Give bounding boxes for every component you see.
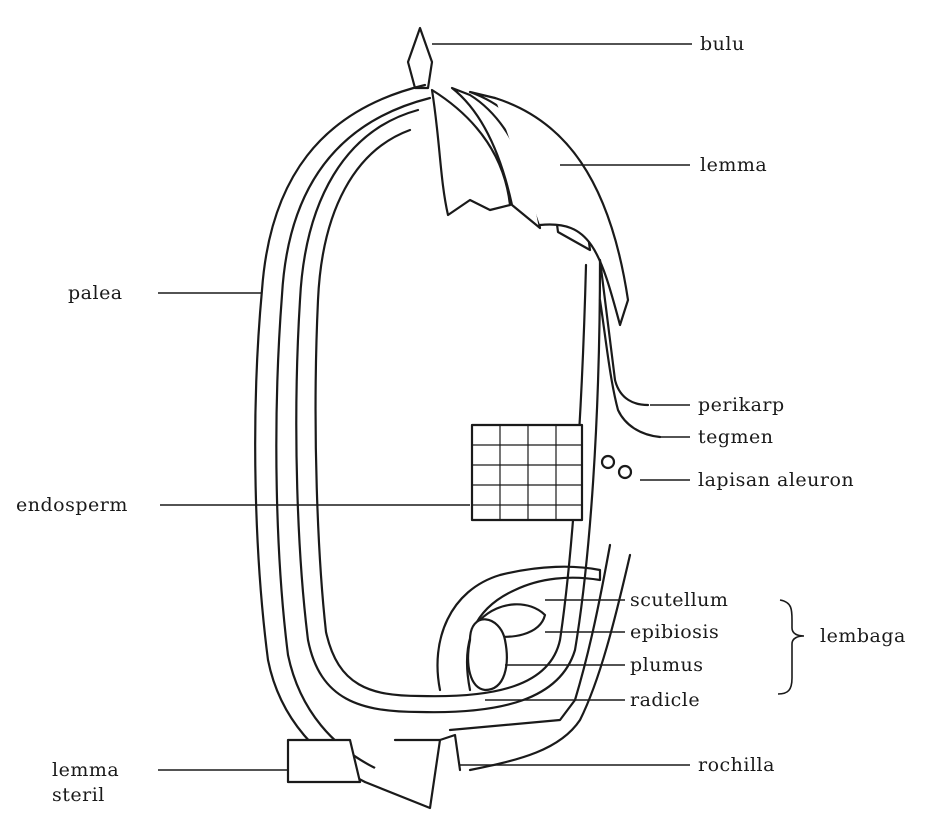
- base-shape: [365, 740, 440, 808]
- label-tegmen: tegmen: [698, 426, 774, 448]
- label-lembaga: lembaga: [820, 625, 906, 647]
- label-lapisan-aleuron: lapisan aleuron: [698, 469, 854, 491]
- lemma-leaf-4: [495, 98, 628, 325]
- plumule-shape: [468, 619, 507, 690]
- label-palea: palea: [68, 282, 123, 304]
- label-endosperm: endosperm: [16, 494, 128, 516]
- label-lemma-steril-line2: steril: [52, 784, 105, 806]
- label-perikarp: perikarp: [698, 394, 785, 416]
- label-radicle: radicle: [630, 689, 700, 711]
- label-bulu: bulu: [700, 33, 745, 55]
- base-right: [440, 735, 460, 770]
- label-epibiosis: epibiosis: [630, 621, 719, 643]
- label-lemma-steril-line1: lemma: [52, 759, 119, 781]
- sterile-lemma-left: [288, 740, 360, 782]
- aleuron-cell-1: [602, 456, 614, 468]
- label-plumus: plumus: [630, 654, 703, 676]
- pericarp-line: [600, 300, 660, 437]
- palea-outer: [255, 85, 425, 782]
- label-rochilla: rochilla: [698, 754, 775, 776]
- palea-inner: [276, 98, 430, 768]
- label-lemma: lemma: [700, 154, 767, 176]
- aleuron-block: [472, 425, 582, 520]
- lembaga-brace: [778, 600, 804, 694]
- aleuron-cell-2: [619, 466, 631, 478]
- label-scutellum: scutellum: [630, 589, 728, 611]
- awn-shape: [408, 28, 432, 88]
